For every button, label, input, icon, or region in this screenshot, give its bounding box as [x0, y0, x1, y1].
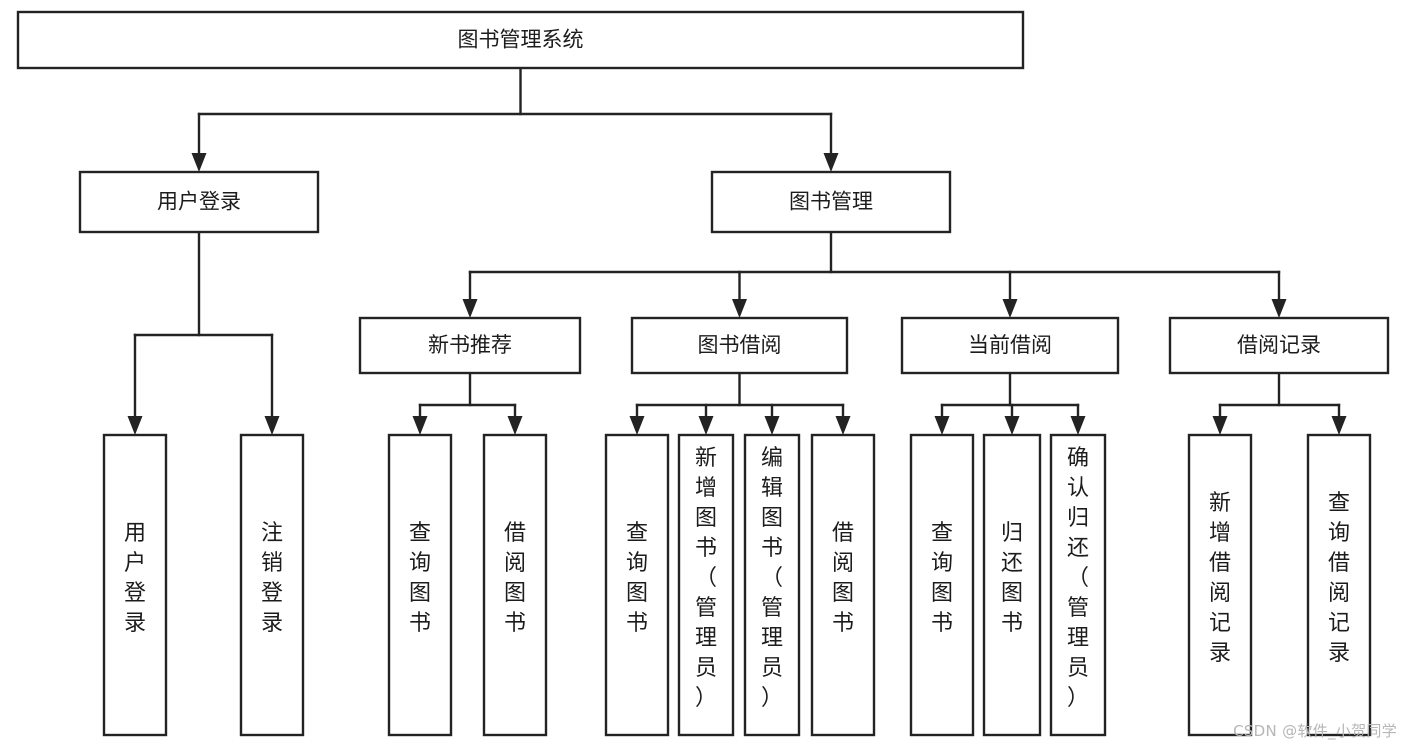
node-box	[909, 433, 975, 737]
node-leaf_6[interactable]: 编辑图书（管理员）	[743, 433, 801, 737]
connector-group-l2_2	[934, 371, 1086, 435]
node-box	[810, 433, 876, 737]
node-box	[358, 316, 582, 375]
node-leaf_1[interactable]: 注销登录	[239, 433, 305, 737]
connector-layer	[127, 66, 1347, 435]
arrow-head-icon	[462, 299, 478, 318]
node-label: 编辑图书（管理员）	[761, 446, 783, 711]
arrow-head-icon	[698, 416, 714, 435]
node-box	[1187, 433, 1253, 737]
node-leaf_7[interactable]: 借阅图书	[810, 433, 876, 737]
node-l2_3[interactable]: 借阅记录	[1168, 316, 1390, 375]
arrow-head-icon	[835, 416, 851, 435]
node-box	[482, 433, 548, 737]
arrow-head-icon	[1271, 299, 1287, 318]
node-label: 借阅图书	[832, 521, 854, 636]
node-leaf_5[interactable]: 新增图书（管理员）	[677, 433, 735, 737]
node-l2_2[interactable]: 当前借阅	[900, 316, 1120, 375]
node-box	[900, 316, 1120, 375]
connector-group-root	[191, 66, 839, 172]
node-label: 用户登录	[157, 190, 241, 214]
node-label: 新书推荐	[428, 333, 512, 357]
arrow-head-icon	[764, 416, 780, 435]
arrow-head-icon	[732, 299, 747, 318]
connector-group-l1_1	[462, 230, 1287, 318]
arrow-head-icon	[127, 416, 143, 435]
node-box	[710, 170, 952, 234]
node-box	[239, 433, 305, 737]
arrow-head-icon	[191, 153, 207, 172]
node-leaf_0[interactable]: 用户登录	[102, 433, 168, 737]
node-box	[1168, 316, 1390, 375]
node-label: 归还图书	[1001, 521, 1023, 636]
connector-group-l2_3	[1212, 371, 1347, 435]
arrow-head-icon	[1004, 416, 1020, 435]
node-box	[1306, 433, 1372, 737]
node-box	[1049, 433, 1107, 737]
node-label: 查询图书	[931, 521, 953, 636]
arrow-head-icon	[629, 416, 645, 435]
node-l1_0[interactable]: 用户登录	[78, 170, 320, 234]
connector-group-l2_0	[412, 371, 523, 435]
node-label: 当前借阅	[968, 333, 1052, 357]
node-label: 新增图书（管理员）	[695, 446, 717, 711]
node-root[interactable]: 图书管理系统	[16, 10, 1025, 70]
connector-group-l1_0	[127, 230, 280, 435]
node-box	[102, 433, 168, 737]
node-label: 图书管理系统	[458, 28, 584, 52]
node-label: 用户登录	[124, 521, 146, 636]
node-label: 查询借阅记录	[1328, 491, 1350, 666]
node-l2_1[interactable]: 图书借阅	[630, 316, 849, 375]
node-label: 图书借阅	[698, 333, 782, 357]
node-box	[78, 170, 320, 234]
node-leaf_12[interactable]: 查询借阅记录	[1306, 433, 1372, 737]
node-leaf_9[interactable]: 归还图书	[982, 433, 1042, 737]
arrow-head-icon	[1070, 416, 1086, 435]
node-label: 图书管理	[789, 190, 873, 214]
arrow-head-icon	[412, 416, 428, 435]
arrow-head-icon	[1331, 416, 1347, 435]
arrow-head-icon	[823, 153, 839, 172]
node-label: 借阅图书	[504, 521, 526, 636]
node-box	[982, 433, 1042, 737]
node-box	[16, 10, 1025, 70]
arrow-head-icon	[507, 416, 523, 435]
node-label: 注销登录	[261, 521, 283, 636]
node-label: 借阅记录	[1237, 333, 1321, 357]
node-l1_1[interactable]: 图书管理	[710, 170, 952, 234]
node-box	[387, 433, 453, 737]
node-leaf_8[interactable]: 查询图书	[909, 433, 975, 737]
node-l2_0[interactable]: 新书推荐	[358, 316, 582, 375]
node-label: 查询图书	[409, 521, 431, 636]
arrow-head-icon	[1002, 299, 1018, 318]
node-layer: 图书管理系统用户登录图书管理新书推荐图书借阅当前借阅借阅记录用户登录注销登录查询…	[16, 10, 1390, 737]
node-box	[677, 433, 735, 737]
arrow-head-icon	[1212, 416, 1228, 435]
node-leaf_10[interactable]: 确认归还（管理员）	[1049, 433, 1107, 737]
node-label: 确认归还（管理员）	[1067, 446, 1089, 711]
node-box	[743, 433, 801, 737]
arrow-head-icon	[934, 416, 950, 435]
node-box	[604, 433, 670, 737]
node-leaf_4[interactable]: 查询图书	[604, 433, 670, 737]
node-label: 新增借阅记录	[1209, 491, 1231, 666]
node-label: 查询图书	[626, 521, 648, 636]
node-leaf_11[interactable]: 新增借阅记录	[1187, 433, 1253, 737]
node-leaf_3[interactable]: 借阅图书	[482, 433, 548, 737]
node-leaf_2[interactable]: 查询图书	[387, 433, 453, 737]
connector-group-l2_1	[629, 371, 851, 435]
node-box	[630, 316, 849, 375]
arrow-head-icon	[264, 416, 280, 435]
